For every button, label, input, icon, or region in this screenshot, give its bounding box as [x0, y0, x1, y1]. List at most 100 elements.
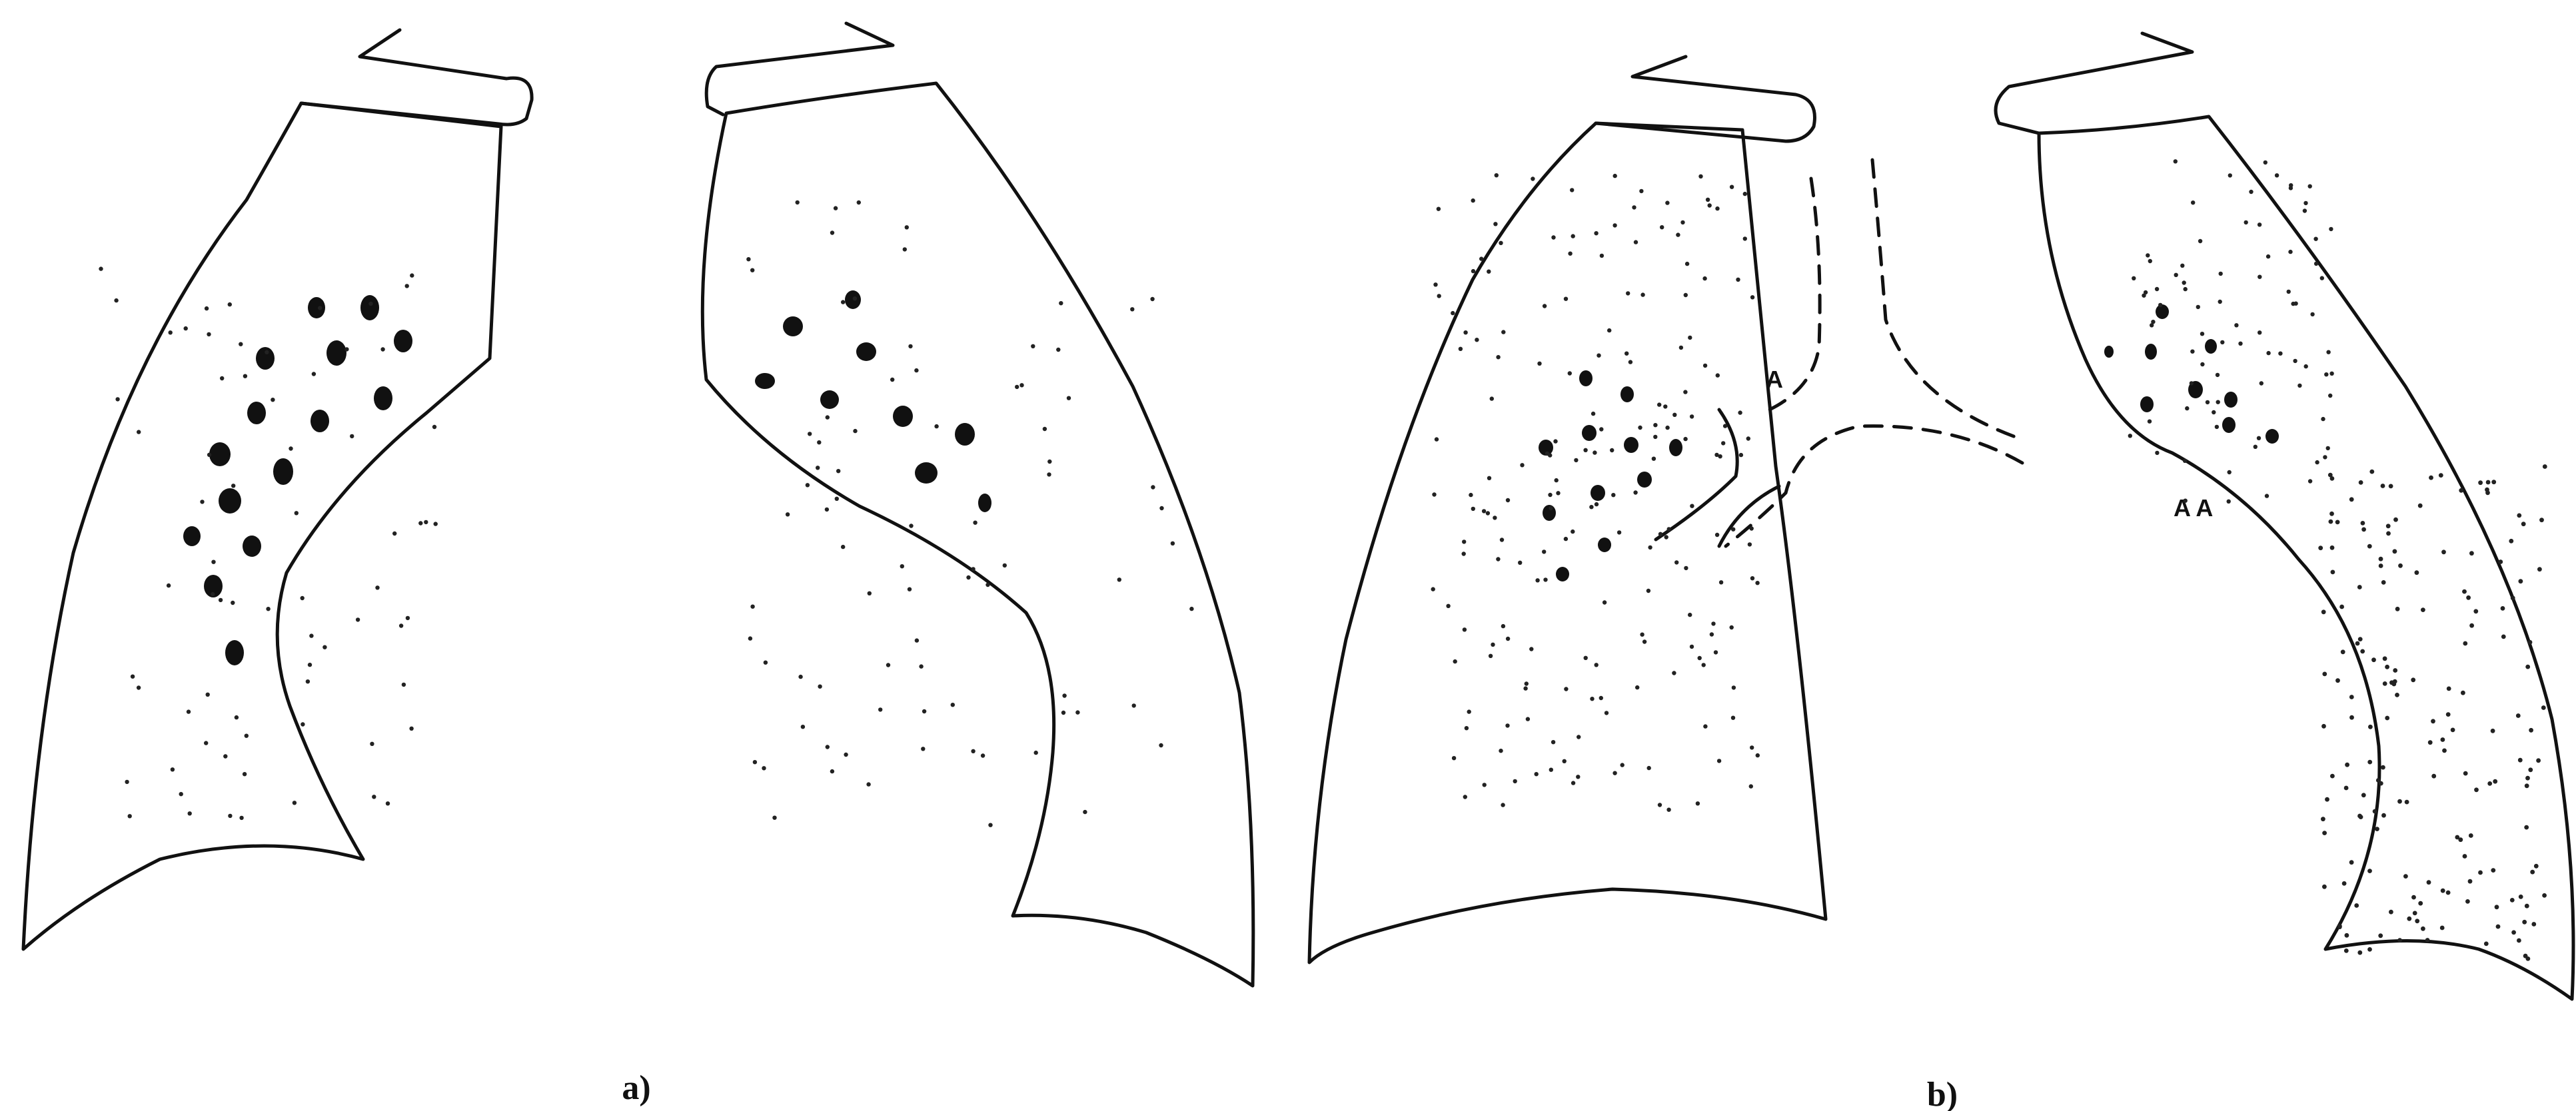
stipple-dot — [2385, 665, 2389, 669]
stipple-dot — [796, 200, 800, 204]
stipple-dot — [817, 440, 821, 444]
stipple-dot — [2275, 173, 2279, 177]
stipple-dot — [1034, 751, 1038, 755]
stipple-dot — [205, 306, 209, 310]
stipple-dot — [2322, 672, 2327, 677]
stipple-dot — [2411, 677, 2415, 682]
stipple-dot — [1537, 362, 1541, 366]
stipple-dot — [1189, 607, 1193, 611]
stipple-dot — [1568, 371, 1572, 375]
stipple-dot — [890, 378, 894, 382]
stipple-dot — [2541, 705, 2546, 710]
stipple-dot — [1597, 354, 1601, 358]
stipple-dot — [2234, 323, 2238, 327]
stipple-dot — [1019, 383, 1023, 387]
stipple-dot — [2495, 905, 2499, 909]
stipple-dot — [1594, 231, 1598, 235]
stipple-dot — [1043, 427, 1047, 431]
panel-b-label: b) — [1927, 1076, 1958, 1111]
stipple-dot — [2389, 484, 2393, 489]
stipple-dot — [235, 715, 239, 719]
stipple-dot — [1584, 656, 1588, 660]
stipple-dot — [1518, 561, 1522, 565]
stipple-dot — [265, 350, 269, 354]
stipple-dot — [2304, 364, 2308, 368]
stipple-dot — [295, 511, 299, 515]
stipple-dot — [1591, 412, 1595, 416]
stipple-dot — [1698, 175, 1702, 179]
stipple-dot — [2491, 480, 2496, 484]
stipple-dot — [2349, 695, 2354, 699]
stipple-dot — [2379, 781, 2383, 786]
stipple-dot — [2405, 800, 2409, 805]
stipple-dot — [1501, 330, 1505, 334]
stipple-dot — [1159, 506, 1163, 510]
stipple-dot — [1471, 507, 1475, 511]
stipple-dot — [1132, 703, 1136, 707]
stipple-dot — [2383, 681, 2387, 686]
stipple-dot — [2469, 833, 2473, 838]
stipple-dot — [2379, 557, 2383, 561]
stipple-dot — [2344, 786, 2349, 791]
nodule-dot — [2145, 344, 2157, 360]
stipple-dot — [211, 560, 215, 564]
stipple-dot — [1493, 222, 1497, 226]
stipple-dot — [2407, 917, 2411, 921]
stipple-dot — [2525, 776, 2530, 781]
stipple-dot — [2183, 459, 2187, 463]
stipple-dot — [934, 424, 938, 428]
panel-b-lateral-lung: A A — [1996, 33, 2573, 999]
nodule-dot — [1620, 386, 1634, 402]
stipple-dot — [2517, 938, 2521, 943]
stipple-dot — [2310, 312, 2314, 316]
stipple-dot — [1583, 448, 1587, 452]
stipple-dot — [356, 617, 360, 621]
nodule-dot — [1637, 472, 1652, 488]
stipple-dot — [2318, 546, 2323, 550]
stipple-dot — [2496, 925, 2501, 929]
stipple-dot — [2542, 893, 2547, 898]
stipple-dot — [2144, 290, 2148, 294]
stipple-dot — [2191, 200, 2195, 204]
stipple-dot — [2369, 470, 2374, 474]
stipple-dot — [1551, 740, 1555, 744]
stipple-dot — [1551, 235, 1555, 239]
stipple-dot — [921, 747, 925, 751]
stipple-dot — [2386, 532, 2391, 536]
stipple-dot — [2525, 783, 2529, 788]
stipple-dot — [1603, 600, 1607, 604]
stipple-dot — [2528, 640, 2533, 645]
nodule-dot — [247, 402, 266, 424]
stipple-dot — [2525, 904, 2529, 909]
nodule-dot — [2140, 396, 2154, 412]
stipple-dot — [2257, 222, 2261, 226]
stipple-dot — [204, 741, 208, 745]
stipple-dot — [2525, 665, 2530, 669]
stipple-dot — [2266, 351, 2270, 355]
stipple-dot — [2216, 400, 2220, 404]
stipple-dot — [187, 709, 191, 713]
stipple-dot — [2320, 276, 2324, 280]
stipple-dot — [2429, 476, 2433, 480]
nodule-dot — [2156, 304, 2169, 319]
stipple-dot — [293, 801, 297, 805]
stipple-dot — [2345, 763, 2349, 767]
stipple-dot — [2212, 410, 2216, 414]
stipple-dot — [966, 575, 970, 579]
stipple-dot — [868, 591, 872, 595]
stipple-dot — [2313, 237, 2317, 241]
stipple-dot — [231, 601, 235, 605]
stipple-dot — [1706, 198, 1710, 202]
stipple-dot — [2155, 287, 2159, 291]
stipple-dot — [1660, 225, 1664, 229]
stipple-dot — [1500, 538, 1504, 542]
stipple-dot — [816, 466, 820, 470]
stipple-dot — [1683, 437, 1687, 441]
stipple-dot — [2461, 691, 2465, 695]
stipple-dot — [2254, 445, 2257, 449]
stipple-dot — [1564, 537, 1568, 541]
stipple-dot — [806, 483, 810, 487]
nodule-dot — [856, 342, 876, 361]
stipple-dot — [125, 780, 129, 784]
stipple-dot — [1463, 330, 1467, 334]
